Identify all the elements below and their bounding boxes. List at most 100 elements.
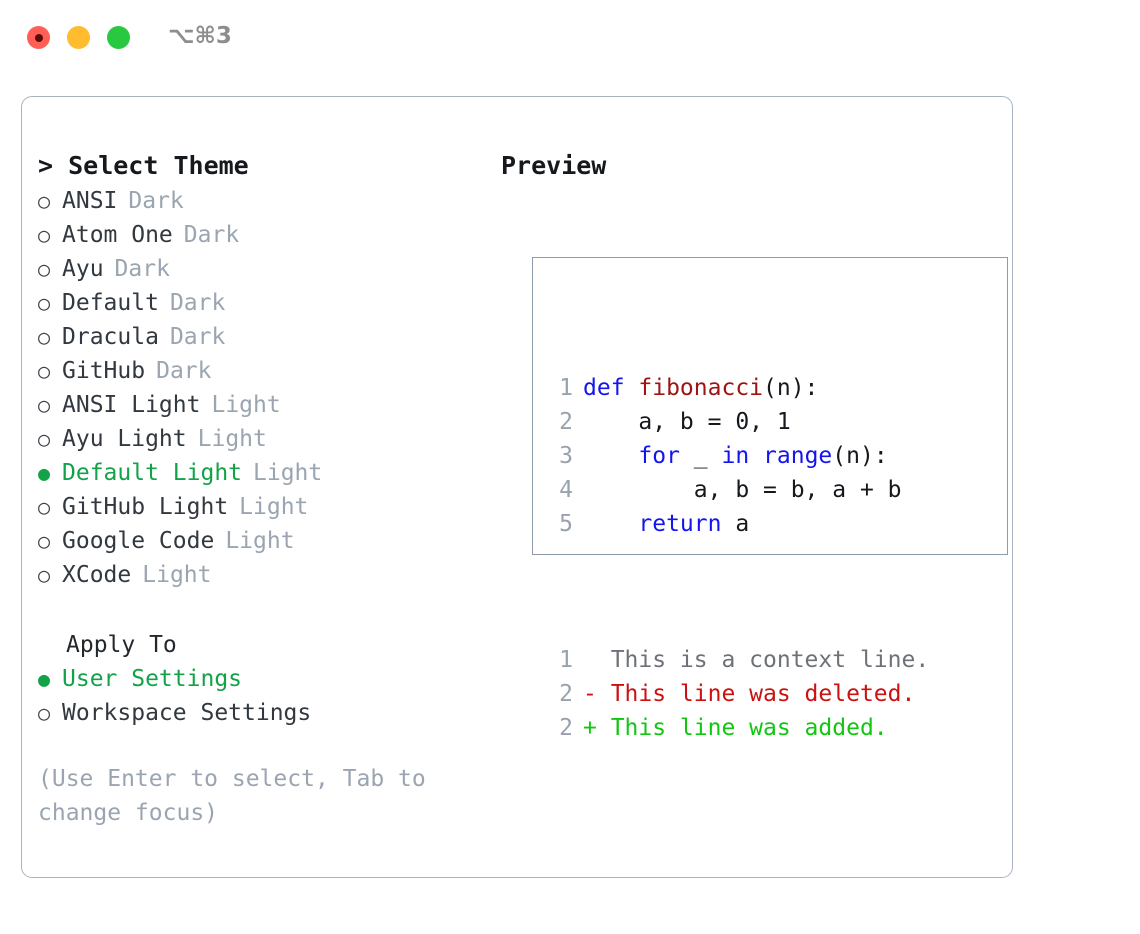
code-line-number: 5: [559, 511, 573, 537]
theme-item-variant-tag: Light: [211, 392, 281, 418]
diff-line-number: 1: [559, 647, 573, 673]
code-token: (n):: [763, 375, 819, 401]
theme-item-variant-tag: Dark: [156, 358, 212, 384]
diff-line: 1 This is a context line.: [547, 643, 929, 677]
theme-item-variant-tag: Dark: [183, 222, 240, 248]
diff-line-number: 2: [559, 681, 573, 707]
theme-item[interactable]: ● Default Light Light: [38, 456, 488, 490]
code-token: a, b = 0, 1: [583, 409, 791, 435]
radio-unselected-icon: ○: [38, 529, 51, 553]
code-line: 2 a, b = 0, 1: [547, 405, 929, 439]
radio-selected-icon: ●: [38, 667, 51, 691]
theme-item[interactable]: ○ Ayu Dark: [38, 252, 488, 286]
code-line-number: 2: [559, 409, 573, 435]
code-line: 3 for _ in range(n):: [547, 439, 929, 473]
radio-unselected-icon: ○: [38, 325, 51, 349]
theme-item-label: Ayu: [62, 256, 104, 282]
apply-to-item[interactable]: ○ Workspace Settings: [38, 696, 488, 730]
radio-unselected-icon: ○: [38, 359, 51, 383]
code-token: in: [721, 443, 750, 469]
code-token: [749, 443, 763, 469]
radio-unselected-icon: ○: [38, 563, 51, 587]
code-line-number: 1: [559, 375, 573, 401]
theme-item[interactable]: ○ ANSI Dark: [38, 184, 488, 218]
theme-item-label: XCode: [62, 562, 132, 588]
theme-item[interactable]: ○ XCode Light: [38, 558, 488, 592]
diff-line-text: This is a context line.: [583, 647, 930, 673]
code-token: fibonacci: [638, 375, 764, 401]
theme-item-label: GitHub: [62, 358, 146, 384]
apply-to-item-label: Workspace Settings: [62, 700, 312, 726]
code-line: 1 def fibonacci(n):: [547, 371, 929, 405]
theme-item[interactable]: ○ GitHub Light Light: [38, 490, 488, 524]
preview-heading: Preview: [501, 151, 607, 180]
code-token: a, b = b, a + b: [583, 477, 902, 503]
theme-item-label: Dracula: [62, 324, 159, 350]
theme-item-variant-tag: Light: [225, 528, 295, 554]
radio-unselected-icon: ○: [38, 427, 51, 451]
radio-unselected-icon: ○: [38, 223, 51, 247]
code-token: _: [679, 443, 722, 469]
radio-unselected-icon: ○: [38, 257, 51, 281]
diff-line: 2 + This line was added.: [547, 711, 929, 745]
theme-item-variant-tag: Light: [253, 460, 323, 486]
theme-item-variant-tag: Light: [239, 494, 309, 520]
title-bar: ⌥⌘3: [0, 0, 1140, 78]
code-line: 4 a, b = b, a + b: [547, 473, 929, 507]
theme-item-label: Default Light: [62, 460, 243, 486]
apply-to-heading: Apply To: [66, 632, 177, 658]
radio-unselected-icon: ○: [38, 189, 51, 213]
theme-item[interactable]: ○ Default Dark: [38, 286, 488, 320]
code-token: range: [763, 443, 833, 469]
diff-line: 2- This line was deleted.: [547, 677, 929, 711]
theme-item-variant-tag: Dark: [128, 188, 184, 214]
minimize-button[interactable]: [67, 26, 90, 49]
apply-to-list[interactable]: ● User Settings ○ Workspace Settings: [38, 662, 488, 730]
radio-unselected-icon: ○: [38, 393, 51, 417]
theme-item-variant-tag: Light: [142, 562, 212, 588]
radio-unselected-icon: ○: [38, 495, 51, 519]
theme-item-label: Atom One: [62, 222, 173, 248]
theme-item-label: ANSI Light: [62, 392, 201, 418]
theme-item[interactable]: ○ Atom One Dark: [38, 218, 488, 252]
radio-selected-icon: ●: [38, 461, 51, 485]
radio-unselected-icon: ○: [38, 291, 51, 315]
code-token: return: [638, 511, 722, 537]
code-token: a: [721, 511, 750, 537]
keyboard-hint-text: (Use Enter to select, Tab to change focu…: [38, 766, 440, 826]
theme-item[interactable]: ○ Google Code Light: [38, 524, 488, 558]
theme-item[interactable]: ○ Ayu Light Light: [38, 422, 488, 456]
theme-item-label: Ayu Light: [62, 426, 187, 452]
theme-item-variant-tag: Dark: [169, 290, 226, 316]
theme-item-variant-tag: Dark: [114, 256, 170, 282]
code-token: [583, 443, 638, 469]
theme-item-label: ANSI: [62, 188, 118, 214]
radio-unselected-icon: ○: [38, 701, 51, 725]
keyboard-shortcut-label: ⌥⌘3: [168, 23, 232, 49]
theme-item-variant-tag: Light: [197, 426, 267, 452]
close-button[interactable]: [27, 26, 50, 49]
code-token: [583, 511, 638, 537]
code-token: def: [583, 375, 639, 401]
theme-item[interactable]: ○ ANSI Light Light: [38, 388, 488, 422]
diff-line-text: + This line was added.: [583, 715, 888, 741]
code-token: for: [638, 443, 680, 469]
apply-to-item-label: User Settings: [62, 666, 243, 692]
maximize-button[interactable]: [107, 26, 130, 49]
theme-item-label: Google Code: [62, 528, 215, 554]
diff-line-number: 2: [559, 715, 573, 741]
code-line-number: 4: [559, 477, 573, 503]
theme-item-label: GitHub Light: [62, 494, 229, 520]
code-token: (n):: [832, 443, 888, 469]
theme-item[interactable]: ○ GitHub Dark: [38, 354, 488, 388]
apply-to-item[interactable]: ● User Settings: [38, 662, 488, 696]
traffic-lights: [27, 26, 130, 49]
theme-item-label: Default: [62, 290, 159, 316]
